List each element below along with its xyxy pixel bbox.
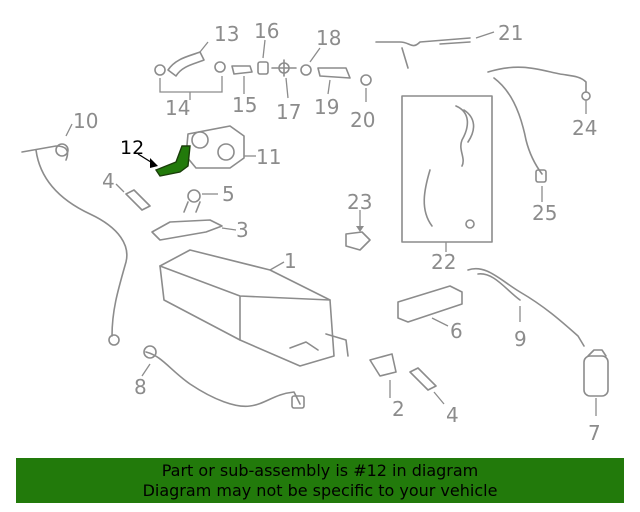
callout-8: 8 xyxy=(134,375,147,399)
info-banner: Part or sub-assembly is #12 in diagram D… xyxy=(16,458,624,503)
part-23-bracket xyxy=(345,210,371,251)
callout-25: 25 xyxy=(532,201,557,225)
part-7-filter xyxy=(583,349,609,416)
callout-17: 17 xyxy=(276,100,301,124)
banner-line-disclaimer: Diagram may not be specific to your vehi… xyxy=(142,481,498,500)
part-25-sensor xyxy=(493,77,547,202)
part-2-bracket xyxy=(369,353,397,398)
part-22-hose-kit xyxy=(401,95,493,252)
callout-18: 18 xyxy=(316,26,341,50)
callout-23: 23 xyxy=(347,190,372,214)
part-4-bolt-upper xyxy=(115,183,151,211)
part-20-clip xyxy=(360,74,372,102)
part-9-pipe xyxy=(467,267,585,347)
part-3-bracket xyxy=(151,219,237,241)
callout-15: 15 xyxy=(232,93,257,117)
part-12-bracket-highlighted xyxy=(137,145,191,177)
part-15-fitting xyxy=(231,65,253,94)
part-18-clamp xyxy=(300,47,321,76)
callout-7: 7 xyxy=(588,421,601,445)
callout-16: 16 xyxy=(254,19,279,43)
callout-19: 19 xyxy=(314,95,339,119)
callout-11: 11 xyxy=(256,145,281,169)
callout-3: 3 xyxy=(236,218,249,242)
part-5-screw xyxy=(183,189,218,213)
callout-24: 24 xyxy=(572,116,597,140)
callout-9: 9 xyxy=(514,327,527,351)
part-13-hose xyxy=(167,41,209,77)
callout-20: 20 xyxy=(350,108,375,132)
callout-13: 13 xyxy=(214,22,239,46)
part-4-bolt-lower xyxy=(409,367,445,405)
part-19-hose xyxy=(317,67,351,95)
part-10-pipe xyxy=(21,123,128,346)
callout-12: 12 xyxy=(120,137,144,159)
part-21-pipe xyxy=(375,31,495,69)
callout-4-lower: 4 xyxy=(446,403,459,427)
callout-5: 5 xyxy=(222,182,235,206)
part-16-valve xyxy=(257,39,269,75)
callout-6: 6 xyxy=(450,319,463,343)
callout-2: 2 xyxy=(392,397,405,421)
callout-22: 22 xyxy=(431,250,456,274)
callout-4-upper: 4 xyxy=(102,169,115,193)
part-1-canister xyxy=(159,249,349,367)
banner-line-part-number: Part or sub-assembly is #12 in diagram xyxy=(161,461,479,480)
callout-10: 10 xyxy=(73,109,98,133)
part-11-valve xyxy=(185,125,256,169)
callout-14: 14 xyxy=(165,96,190,120)
callout-21: 21 xyxy=(498,21,523,45)
part-17-connector xyxy=(271,59,297,99)
part-14-clamps xyxy=(154,61,226,100)
part-8-pipe xyxy=(141,345,305,409)
callout-1: 1 xyxy=(284,249,297,273)
part-24-sensor xyxy=(487,66,591,114)
part-6-filter xyxy=(397,285,463,327)
